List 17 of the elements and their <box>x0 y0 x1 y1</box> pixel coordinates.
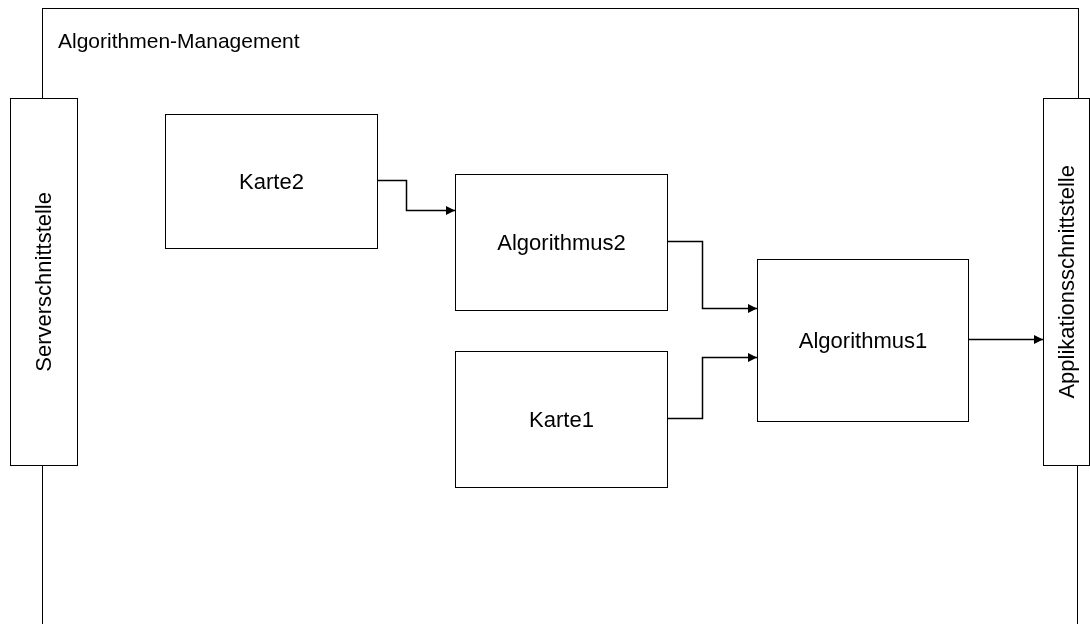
frame-title: Algorithmen-Management <box>58 29 300 53</box>
interface-bar <box>10 98 78 466</box>
interface-bar <box>1043 98 1090 466</box>
arrow <box>968 335 1044 344</box>
process-box <box>757 259 969 422</box>
box-label: Algorithmus2 <box>497 229 626 256</box>
interface-label: Applikationsschnittstelle <box>1053 165 1080 399</box>
process-box <box>165 114 378 249</box>
process-box <box>455 174 668 311</box>
process-box <box>455 351 668 488</box>
box-label: Karte1 <box>529 406 594 433</box>
arrow <box>377 179 456 215</box>
arrow <box>667 240 758 313</box>
box-label: Karte2 <box>239 168 304 195</box>
box-label: Algorithmus1 <box>798 327 928 354</box>
interface-label: Serverschnittstelle <box>31 192 57 372</box>
arrow <box>667 353 758 420</box>
